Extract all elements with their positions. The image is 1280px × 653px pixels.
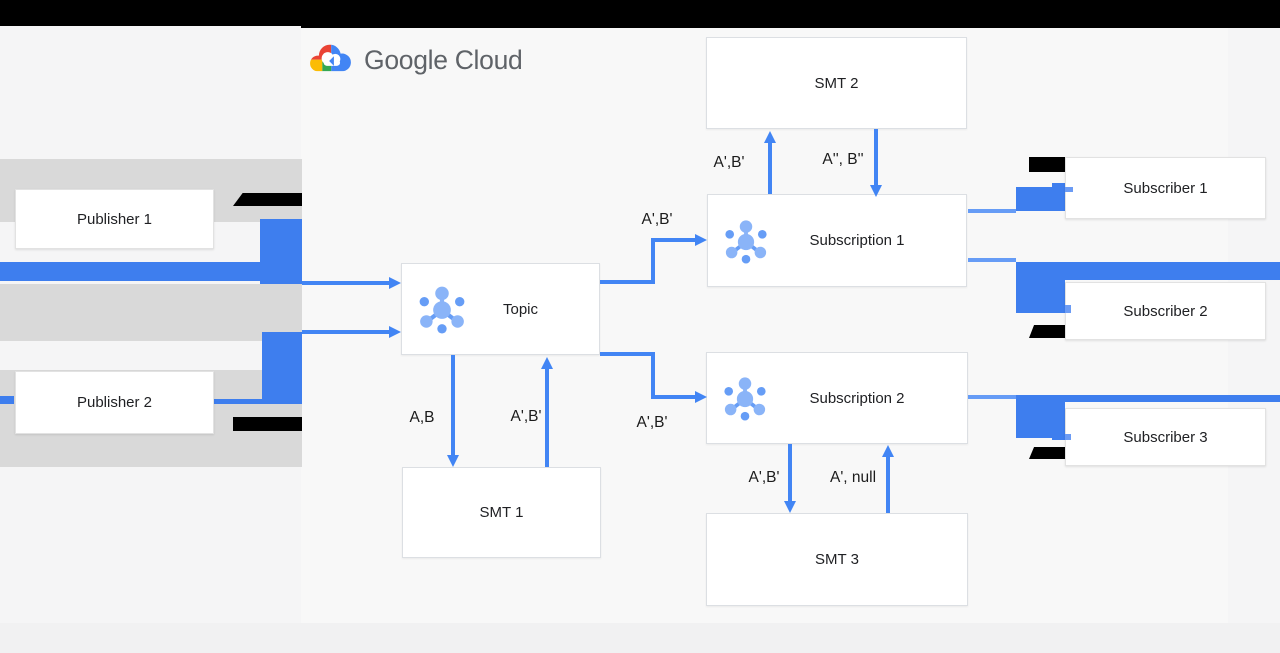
subscription-2-box: Subscription 2 bbox=[706, 352, 968, 444]
smt-2-box: SMT 2 bbox=[706, 37, 967, 129]
edge-label-topic-smt1: A,B bbox=[409, 409, 435, 426]
smt-1-box: SMT 1 bbox=[402, 467, 601, 558]
arrow-smt1-topic-line bbox=[545, 369, 549, 467]
glitch-blue-band-left bbox=[0, 262, 302, 281]
arrow-publisher1-topic-line bbox=[302, 281, 389, 285]
arrow-topic-subscription1-head bbox=[695, 234, 707, 246]
smt-3-label: SMT 3 bbox=[815, 551, 859, 568]
subscription1-subscriber2-line bbox=[968, 258, 1016, 262]
glitch-blue-line-publisher2 bbox=[214, 399, 264, 404]
edge-label-smt3-subscription2: A', null bbox=[829, 469, 877, 486]
arrow-smt2-subscription1-head bbox=[870, 185, 882, 197]
glitch-blue-nub-subscriber2 bbox=[1065, 305, 1071, 313]
arrow-topic-subscription1-seg3 bbox=[655, 238, 695, 242]
arrow-topic-subscription2-head bbox=[695, 391, 707, 403]
arrow-subscription2-smt3-line bbox=[788, 444, 792, 501]
left-gray-band-2 bbox=[0, 284, 302, 341]
arrow-smt2-subscription1-line bbox=[874, 129, 878, 185]
black-mark-subscriber1 bbox=[1029, 157, 1065, 172]
publisher-2-box: Publisher 2 bbox=[15, 371, 214, 434]
footer-stripe bbox=[0, 623, 1280, 653]
topic-label: Topic bbox=[502, 300, 539, 318]
glitch-blue-band-subscriber3 bbox=[1016, 395, 1280, 402]
google-cloud-logo-text: Google Cloud bbox=[364, 44, 523, 75]
topic-box: Topic bbox=[401, 263, 600, 355]
arrow-publisher1-topic-head bbox=[389, 277, 401, 289]
arrow-subscription1-smt2-head bbox=[764, 131, 776, 143]
pubsub-subscription-icon bbox=[723, 217, 769, 265]
arrow-topic-subscription2-seg3 bbox=[655, 395, 695, 399]
subscription1-subscriber1-line bbox=[968, 209, 1016, 213]
edge-label-smt2-subscription1: A'', B'' bbox=[822, 151, 864, 168]
glitch-blue-step-subscriber1 bbox=[1052, 183, 1065, 188]
edge-label-smt1-topic: A',B' bbox=[510, 408, 542, 425]
subscriber-2-box: Subscriber 2 bbox=[1065, 282, 1266, 340]
black-mark-publisher1 bbox=[233, 193, 302, 206]
top-black-bar-right bbox=[301, 0, 1280, 28]
arrow-smt3-subscription2-head bbox=[882, 445, 894, 457]
black-mark-subscriber2 bbox=[1029, 325, 1065, 338]
subscription2-subscriber3-line bbox=[968, 395, 1016, 399]
glitch-blue-band-right bbox=[1016, 262, 1280, 280]
google-cloud-logo: Google Cloud bbox=[308, 40, 523, 78]
black-mark-subscriber3 bbox=[1029, 447, 1065, 459]
subscription-1-label: Subscription 1 bbox=[809, 232, 905, 249]
arrow-topic-subscription1-seg2 bbox=[651, 238, 655, 284]
glitch-blue-block-subscriber1 bbox=[1016, 187, 1065, 211]
glitch-blue-minibar-left-edge bbox=[0, 396, 14, 404]
glitch-blue-nub-subscriber1 bbox=[1065, 187, 1073, 192]
subscription-2-label: Subscription 2 bbox=[809, 389, 905, 407]
glitch-blue-bar-publisher2 bbox=[262, 332, 302, 404]
arrow-subscription1-smt2-line bbox=[768, 143, 772, 194]
arrow-publisher2-topic-head bbox=[389, 326, 401, 338]
arrow-smt3-subscription2-line bbox=[886, 457, 890, 513]
google-cloud-logo-icon bbox=[310, 44, 351, 72]
arrow-topic-smt1-head bbox=[447, 455, 459, 467]
subscriber-3-box: Subscriber 3 bbox=[1065, 408, 1266, 466]
edge-label-subscription1-smt2: A',B' bbox=[713, 154, 745, 171]
glitch-blue-step-subscriber3 bbox=[1052, 432, 1066, 440]
arrow-topic-subscription1-seg1 bbox=[600, 280, 655, 284]
publisher-1-box: Publisher 1 bbox=[15, 189, 214, 249]
edge-label-topic-subscription1: A',B' bbox=[641, 211, 673, 228]
smt-3-box: SMT 3 bbox=[706, 513, 968, 606]
subscriber-2-label: Subscriber 2 bbox=[1123, 302, 1208, 320]
subscriber-1-box: Subscriber 1 bbox=[1065, 157, 1266, 219]
edge-label-topic-subscription2: A',B' bbox=[636, 414, 668, 431]
arrow-topic-subscription2-seg2 bbox=[651, 352, 655, 399]
top-black-bar-left bbox=[0, 0, 301, 26]
arrow-topic-subscription2-seg1 bbox=[600, 352, 655, 356]
publisher-1-label: Publisher 1 bbox=[76, 210, 153, 228]
glitch-blue-nub-subscriber3 bbox=[1065, 434, 1071, 440]
publisher-2-label: Publisher 2 bbox=[76, 394, 153, 411]
subscriber-1-label: Subscriber 1 bbox=[1123, 179, 1208, 197]
arrow-topic-smt1-line bbox=[451, 355, 455, 455]
arrow-smt1-topic-head bbox=[541, 357, 553, 369]
pubsub-subscription-icon bbox=[722, 374, 768, 422]
black-mark-publisher2 bbox=[233, 417, 302, 431]
pubsub-topic-icon bbox=[417, 283, 467, 335]
subscription-1-box: Subscription 1 bbox=[707, 194, 967, 287]
smt-1-label: SMT 1 bbox=[479, 504, 524, 521]
smt-2-label: SMT 2 bbox=[814, 74, 859, 92]
arrow-subscription2-smt3-head bbox=[784, 501, 796, 513]
glitch-blue-step-subscriber2 bbox=[1052, 303, 1066, 313]
subscriber-3-label: Subscriber 3 bbox=[1123, 428, 1208, 446]
arrow-publisher2-topic-line bbox=[302, 330, 389, 334]
edge-label-subscription2-smt3: A',B' bbox=[748, 469, 780, 486]
